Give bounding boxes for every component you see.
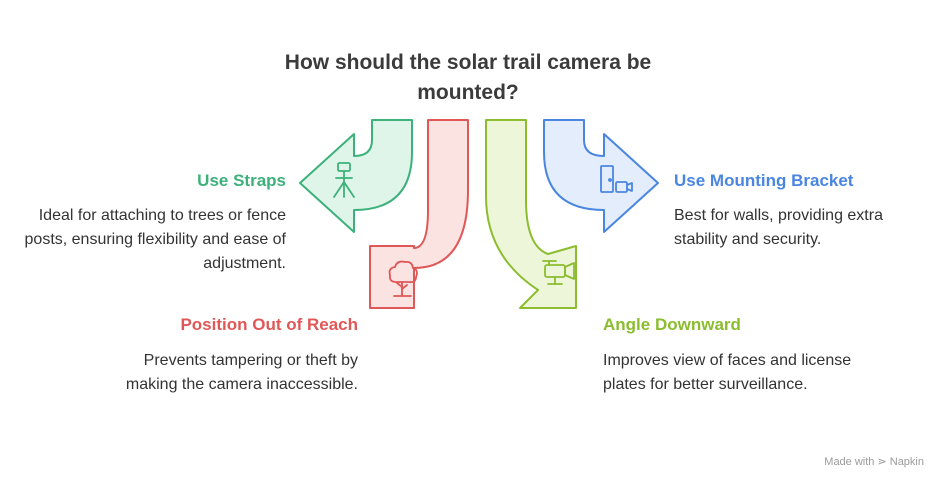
bracket-heading: Use Mounting Bracket (674, 171, 854, 190)
reach-heading: Position Out of Reach (180, 315, 358, 334)
downward-description: Improves view of faces and license plate… (603, 352, 852, 393)
straps-heading: Use Straps (197, 171, 286, 190)
tree-icon (388, 260, 418, 297)
reach-arrow (369, 119, 469, 309)
tripod-icon (333, 162, 355, 198)
straps-arrow (299, 119, 413, 233)
diagram-title: How should the solar trail camera be mou… (284, 51, 652, 104)
bracket-description: Best for walls, providing extra stabilit… (674, 207, 883, 248)
straps-description: Ideal for attaching to trees or fence po… (24, 207, 286, 272)
security-camera-icon (542, 260, 575, 285)
downward-heading: Angle Downward (603, 315, 741, 334)
reach-description: Prevents tampering or theft by making th… (125, 352, 358, 393)
napkin-watermark: Made with ⋗ Napkin (824, 456, 924, 468)
door-camera-icon (600, 165, 633, 193)
